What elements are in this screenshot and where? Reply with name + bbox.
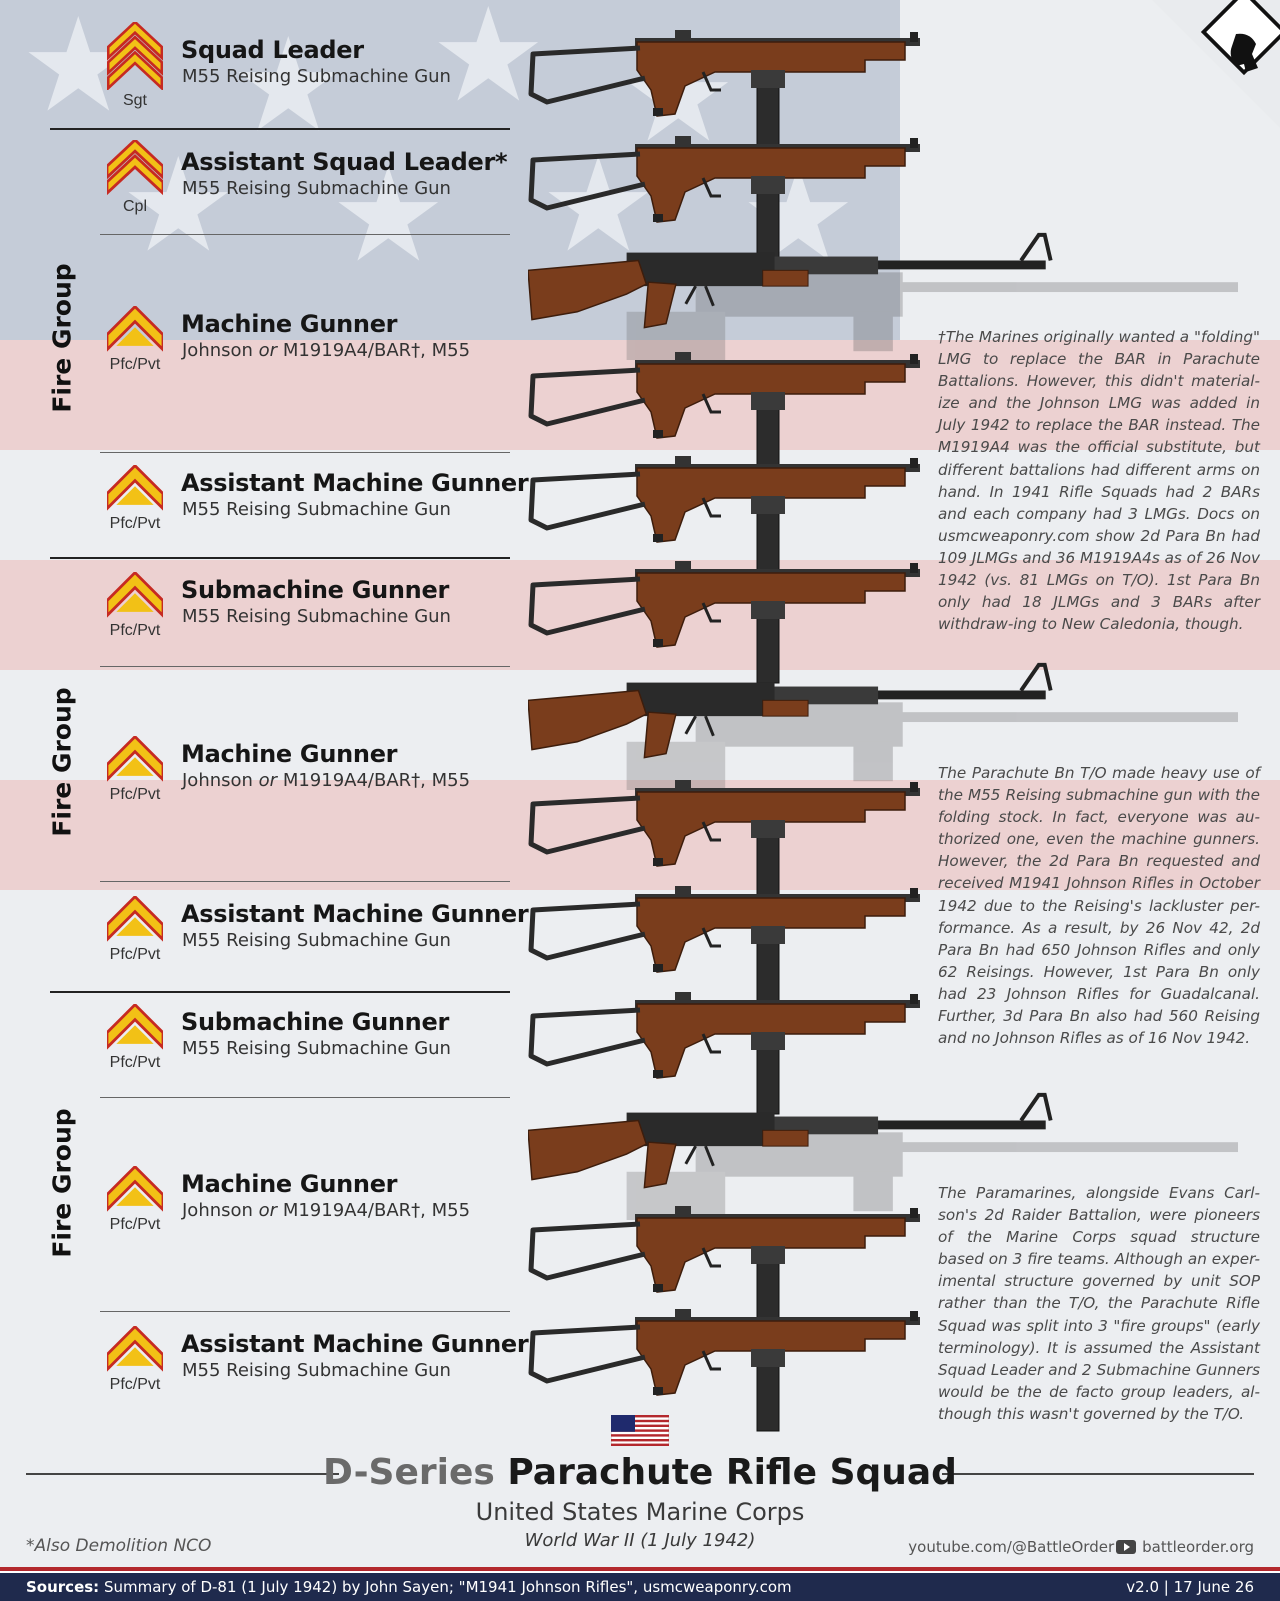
role-title: Assistant Machine Gunner	[181, 469, 529, 497]
rank-insignia: Pfc/Pvt	[100, 562, 170, 652]
rank-insignia: Pfc/Pvt	[100, 994, 170, 1084]
role-title: Submachine Gunner	[181, 1008, 449, 1036]
rank-abbr: Pfc/Pvt	[109, 356, 161, 373]
role-row-machine-gunner: Pfc/Pvt Machine Gunner Johnson or M1919A…	[100, 726, 510, 816]
sources: Sources: Summary of D-81 (1 July 1942) b…	[26, 1578, 792, 1596]
role-title: Assistant Machine Gunner	[181, 900, 529, 928]
role-title: Machine Gunner	[181, 1170, 398, 1198]
rank-abbr: Pfc/Pvt	[109, 1216, 161, 1233]
role-weapon: M55 Reising Submachine Gun	[182, 1360, 451, 1381]
rank-abbr: Pfc/Pvt	[109, 622, 161, 639]
footer-rule	[0, 1567, 1280, 1571]
rank-abbr: Pfc/Pvt	[109, 515, 161, 532]
footnote: *Also Demolition NCO	[26, 1536, 212, 1556]
role-title: Submachine Gunner	[181, 576, 449, 604]
youtube-icon	[1116, 1540, 1137, 1554]
fire-group-label-3: Fire Group	[47, 1108, 77, 1258]
row-divider	[100, 452, 510, 453]
rank-insignia: Pfc/Pvt	[100, 1316, 170, 1406]
role-weapon: M55 Reising Submachine Gun	[182, 178, 451, 199]
sergeant-chevron-icon	[107, 22, 163, 90]
version: v2.0 | 17 June 26	[1126, 1578, 1254, 1596]
role-weapon: M55 Reising Submachine Gun	[182, 606, 451, 627]
role-row-squad-leader: Sgt Squad Leader M55 Reising Submachine …	[100, 22, 510, 112]
rank-insignia: Sgt	[100, 22, 170, 112]
row-divider	[100, 234, 510, 235]
row-divider	[100, 1311, 510, 1312]
corporal-chevron-icon	[107, 140, 163, 195]
role-weapon: Johnson or M1919A4/BAR†, M55	[182, 770, 471, 791]
rank-abbr: Pfc/Pvt	[109, 946, 161, 963]
note-folding-lmg: †The Marines originally wanted a "foldin…	[938, 328, 1260, 634]
role-title: Machine Gunner	[181, 310, 398, 338]
title-rule-right	[942, 1473, 1254, 1475]
rank-insignia: Cpl	[100, 134, 170, 224]
role-weapon: M55 Reising Submachine Gun	[182, 499, 451, 520]
us-flag-icon	[611, 1415, 669, 1446]
rank-abbr: Pfc/Pvt	[109, 1054, 161, 1071]
youtube-link[interactable]: youtube.com/@BattleOrder	[908, 1538, 1115, 1556]
pfc-chevron-icon	[107, 1326, 163, 1371]
role-row-assistant-machine-gunner: Pfc/Pvt Assistant Machine Gunner M55 Rei…	[100, 886, 529, 976]
page-subtitle: United States Marine Corps	[475, 1498, 805, 1526]
pfc-chevron-icon	[107, 1004, 163, 1049]
role-title: Assistant Squad Leader*	[181, 148, 508, 176]
rank-abbr: Pfc/Pvt	[109, 1376, 161, 1393]
footer-rule-white	[0, 1571, 1280, 1573]
pfc-chevron-icon	[107, 306, 163, 352]
row-divider	[100, 666, 510, 667]
role-weapon: M55 Reising Submachine Gun	[182, 930, 451, 951]
title-main: Parachute Rifle Squad	[507, 1452, 957, 1493]
rank-insignia: Pfc/Pvt	[100, 886, 170, 976]
role-row-assistant-machine-gunner: Pfc/Pvt Assistant Machine Gunner M55 Rei…	[100, 455, 529, 545]
rank-insignia: Pfc/Pvt	[100, 726, 170, 816]
role-weapon: M55 Reising Submachine Gun	[182, 1038, 451, 1059]
section-divider	[50, 128, 510, 130]
m55-reising-smg-image	[525, 1303, 925, 1438]
role-row-assistant-machine-gunner: Pfc/Pvt Assistant Machine Gunner M55 Rei…	[100, 1316, 529, 1406]
rank-abbr: Cpl	[122, 198, 147, 215]
page-date: World War II (1 July 1942)	[524, 1530, 756, 1551]
title-prefix: D-Series	[323, 1452, 495, 1493]
rank-insignia: Pfc/Pvt	[100, 455, 170, 545]
rank-insignia: Pfc/Pvt	[100, 1156, 170, 1246]
role-title: Machine Gunner	[181, 740, 398, 768]
role-weapon: Johnson or M1919A4/BAR†, M55	[182, 1200, 471, 1221]
rank-insignia: Pfc/Pvt	[100, 296, 170, 386]
pfc-chevron-icon	[107, 1166, 163, 1211]
role-title: Assistant Machine Gunner	[181, 1330, 529, 1358]
rank-abbr: Pfc/Pvt	[109, 786, 161, 803]
row-divider	[100, 1097, 510, 1098]
battleorder-horse-head-icon	[1152, 0, 1280, 128]
pfc-chevron-icon	[107, 736, 163, 781]
note-fire-groups: The Paramarines, alongside Evans Carl-so…	[938, 1184, 1260, 1423]
role-row-submachine-gunner: Pfc/Pvt Submachine Gunner M55 Reising Su…	[100, 994, 510, 1084]
title-rule-left	[26, 1473, 339, 1475]
role-row-machine-gunner: Pfc/Pvt Machine Gunner Johnson or M1919A…	[100, 1156, 510, 1246]
pfc-chevron-icon	[107, 465, 163, 511]
note-reising-usage: The Parachute Bn T/O made heavy use of t…	[938, 764, 1260, 1048]
role-row-submachine-gunner: Pfc/Pvt Submachine Gunner M55 Reising Su…	[100, 562, 510, 652]
footer-bar: Sources: Summary of D-81 (1 July 1942) b…	[0, 1573, 1280, 1601]
section-divider	[50, 991, 510, 993]
pfc-chevron-icon	[107, 896, 163, 941]
page-title: D-Series Parachute Rifle Squad	[0, 1452, 1280, 1493]
role-row-machine-gunner: Pfc/Pvt Machine Gunner Johnson or M1919A…	[100, 296, 510, 386]
role-weapon: M55 Reising Submachine Gun	[182, 66, 451, 87]
fire-group-label-2: Fire Group	[47, 687, 77, 837]
section-divider	[50, 557, 510, 559]
fire-group-label-1: Fire Group	[47, 263, 77, 413]
pfc-chevron-icon	[107, 572, 163, 617]
role-row-assistant-squad-leader: Cpl Assistant Squad Leader* M55 Reising …	[100, 134, 510, 224]
row-divider	[100, 881, 510, 882]
role-title: Squad Leader	[181, 36, 364, 64]
credits: youtube.com/@BattleOrder battleorder.org	[908, 1538, 1254, 1556]
role-weapon: Johnson or M1919A4/BAR†, M55	[182, 340, 471, 361]
rank-abbr: Sgt	[122, 92, 147, 109]
site-link[interactable]: battleorder.org	[1142, 1538, 1254, 1556]
